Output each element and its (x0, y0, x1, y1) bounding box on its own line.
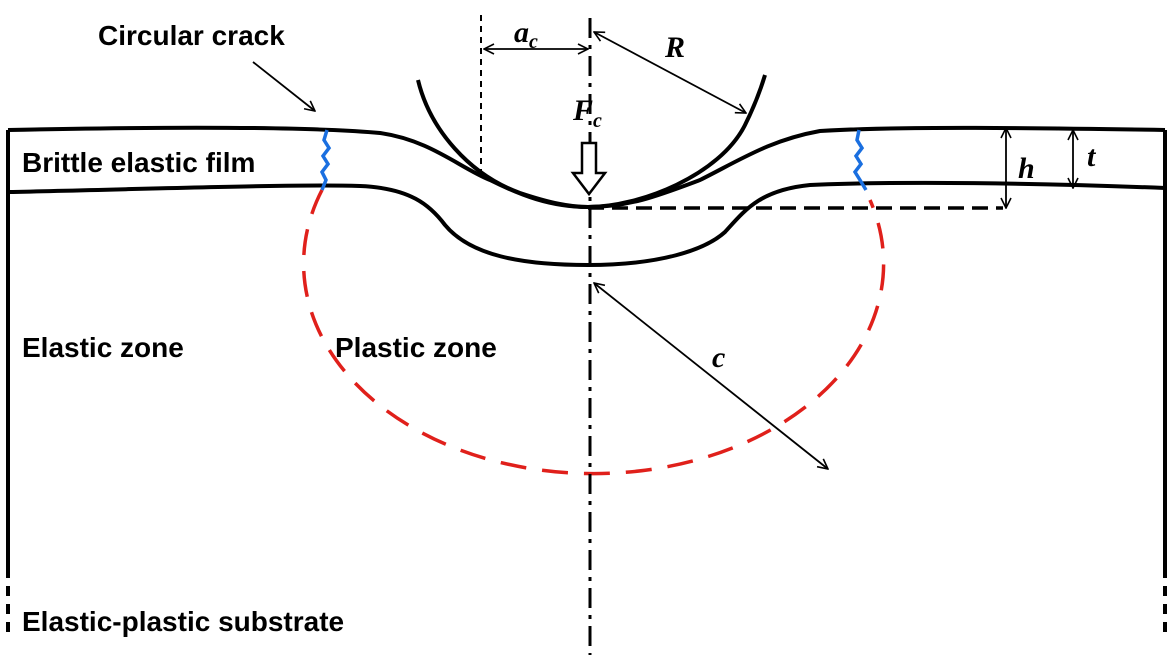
indent-depth-symbol: h (1018, 152, 1035, 185)
substrate-boundary (6, 188, 1167, 636)
plastic-zone-boundary (301, 189, 886, 476)
substrate-label: Elastic-plastic substrate (22, 606, 344, 637)
indenter-radius-arrow (594, 32, 746, 113)
circular-crack-label: Circular crack (98, 20, 285, 51)
indenter-radius-symbol: R (664, 31, 685, 64)
spherical-indenter (416, 74, 767, 210)
plastic-zone-radius-symbol: c (712, 341, 725, 374)
circular-crack-left (319, 129, 332, 191)
brittle-film-label: Brittle elastic film (22, 147, 255, 178)
film-thickness-symbol: t (1087, 140, 1097, 173)
film-bottom-surface (7, 180, 1166, 268)
plastic-zone-radius-arrow (594, 283, 828, 469)
load-arrow-icon (570, 141, 608, 197)
circular-crack-pointer (252, 61, 315, 111)
plastic-zone-label: Plastic zone (335, 332, 497, 363)
circular-crack-right (852, 129, 868, 191)
contact-radius-symbol: ac (514, 16, 538, 53)
elastic-zone-label: Elastic zone (22, 332, 184, 363)
critical-load-symbol: Fc (572, 94, 602, 132)
